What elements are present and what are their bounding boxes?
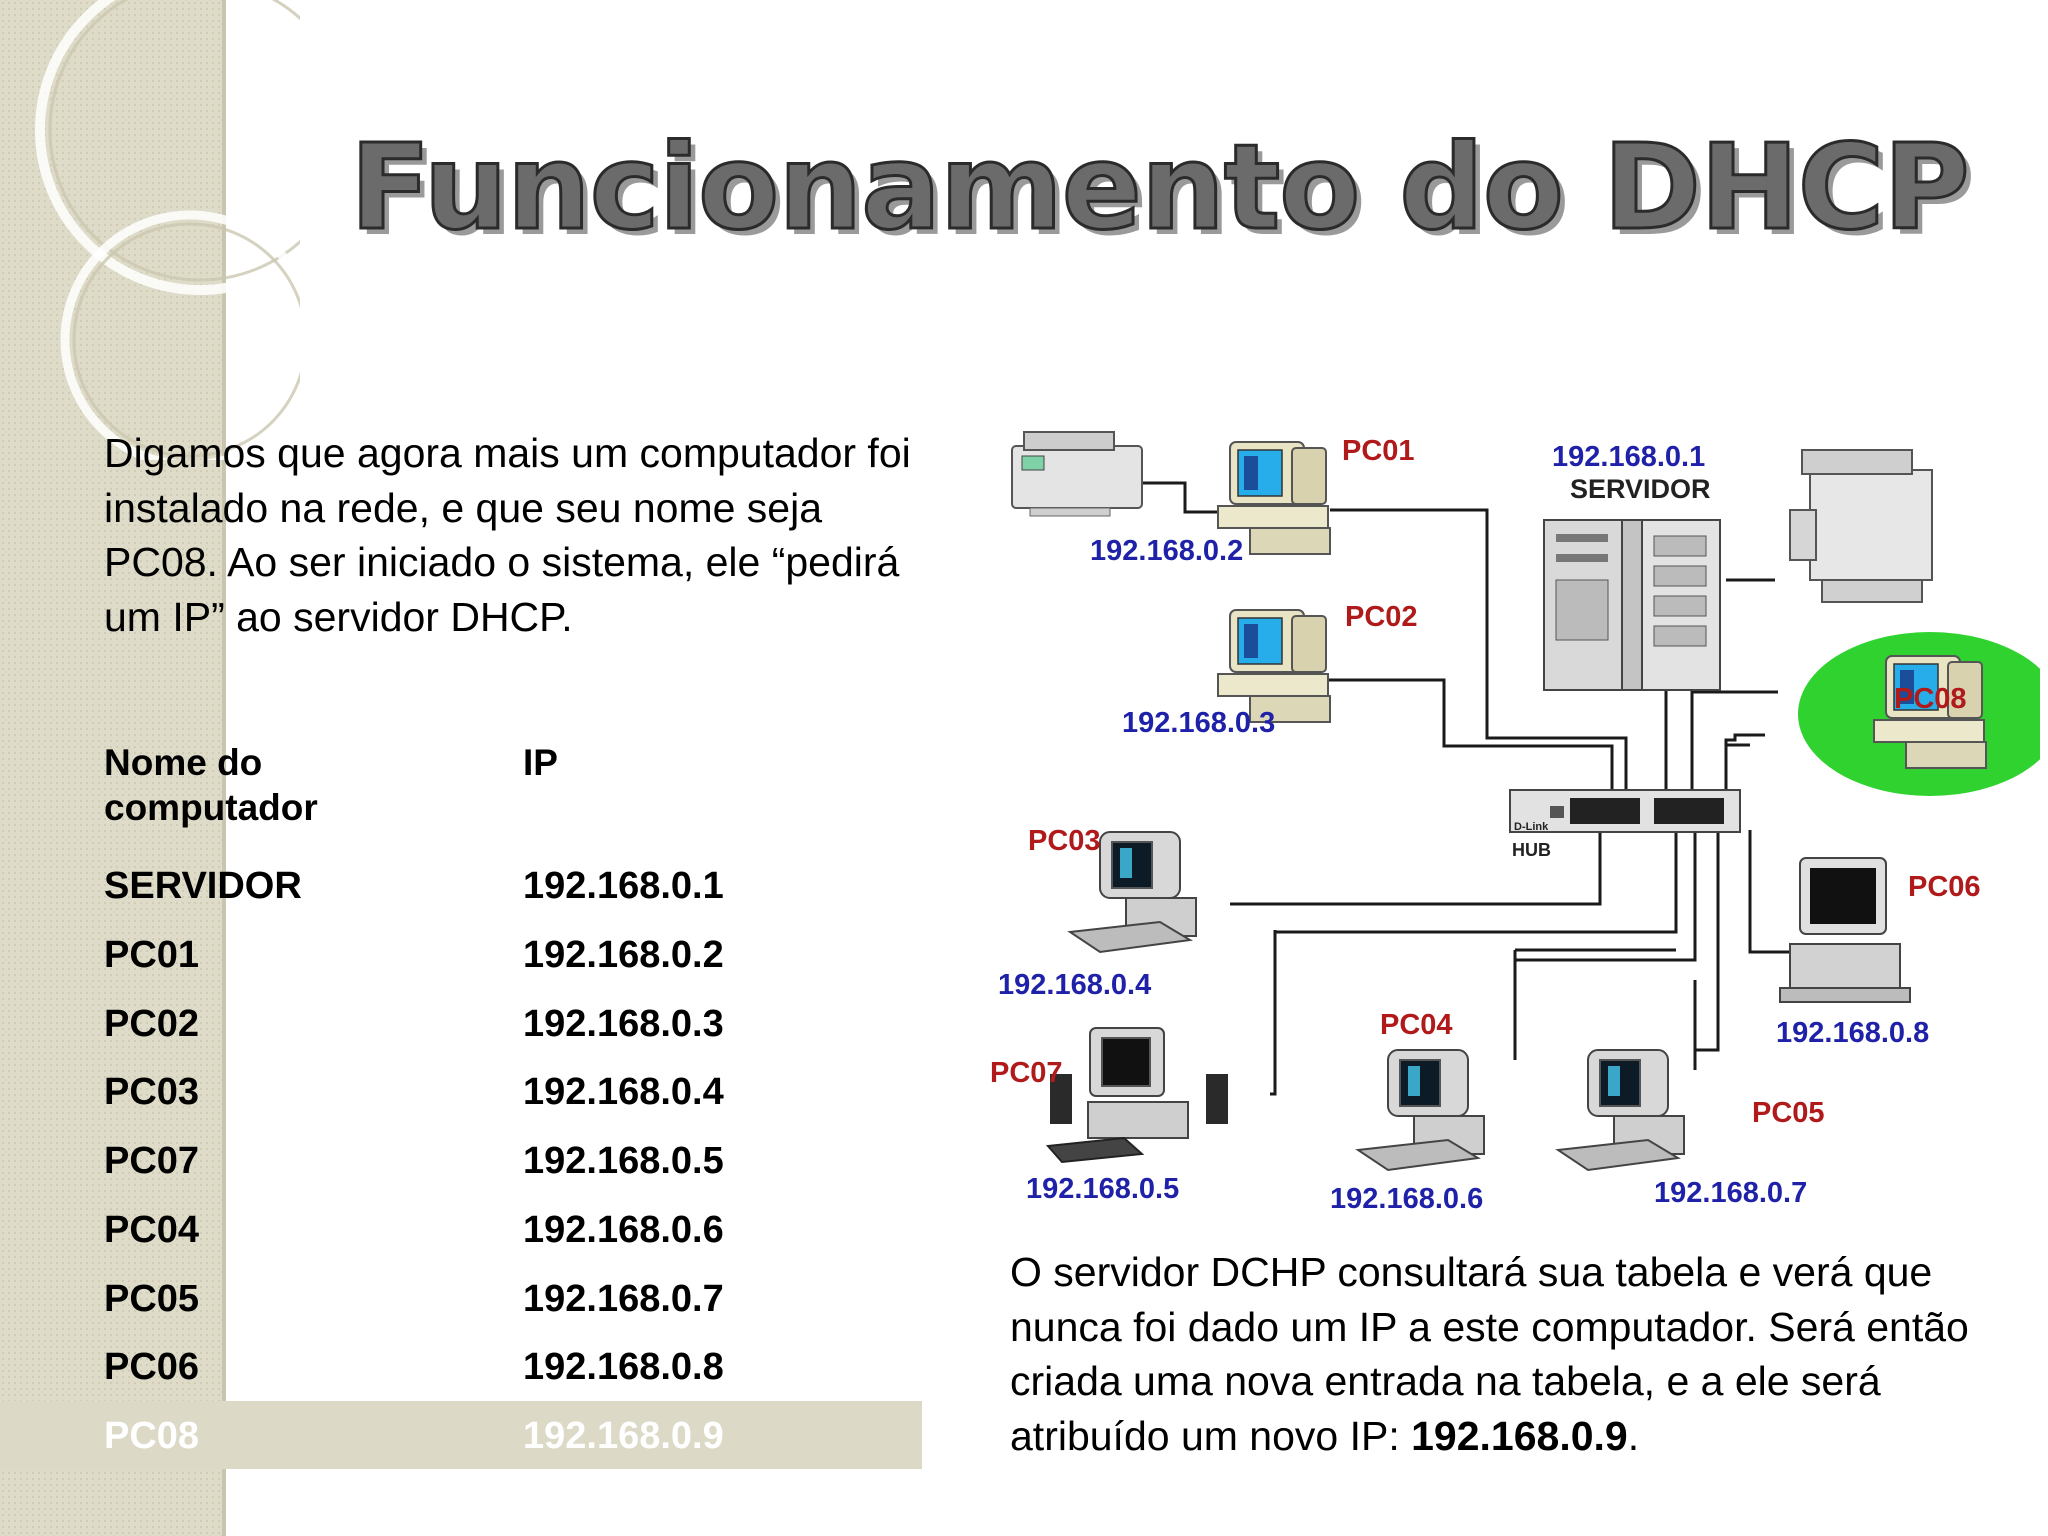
server-ip-label: 192.168.0.1 — [1552, 441, 1705, 473]
ip-cell: 192.168.0.2 — [523, 933, 724, 976]
pc05-ip-label: 192.168.0.7 — [1654, 1177, 1807, 1209]
pc03-ip-label: 192.168.0.4 — [998, 969, 1151, 1001]
table-row: PC04 192.168.0.6 — [0, 1207, 922, 1275]
ip-cell: 192.168.0.7 — [523, 1277, 724, 1320]
computer-name-cell: SERVIDOR — [104, 865, 302, 907]
printer-icon — [1011, 431, 1143, 517]
computer-name-cell: PC05 — [104, 1277, 200, 1320]
table-row: PC03 192.168.0.4 — [0, 1069, 922, 1137]
network-diagram: D-Link HUB PC01 192.168.0.2 PC02 192.168… — [990, 431, 2040, 1215]
table-row: PC01 192.168.0.2 — [0, 932, 922, 1000]
slide-title: Funcionamento do DHCP — [349, 117, 1972, 258]
header-ip: IP — [523, 742, 558, 783]
computer-name-cell: PC01 — [104, 933, 200, 976]
computer-name-cell: PC08 — [104, 1415, 200, 1457]
pc02-computer-icon — [1217, 609, 1331, 723]
pc02-ip-label: 192.168.0.3 — [1122, 707, 1275, 739]
pc06-computer-icon — [1779, 857, 1911, 1003]
table-row: PC07 192.168.0.5 — [0, 1138, 922, 1206]
pc03-label: PC03 — [1028, 825, 1101, 857]
decorative-arcs — [35, 0, 300, 460]
computer-name-cell: PC03 — [104, 1071, 200, 1114]
ip-cell: 192.168.0.9 — [523, 1415, 724, 1457]
outro-text: O servidor DCHP consultará sua tabela e … — [1010, 1249, 1969, 1459]
table-header-row: Nome do computador IP — [0, 740, 922, 840]
pc01-label: PC01 — [1342, 435, 1415, 467]
header-computer-name: Nome do computador — [104, 742, 318, 828]
table-row: SERVIDOR 192.168.0.1 — [0, 863, 922, 931]
table-row: PC02 192.168.0.3 — [0, 1001, 922, 1069]
outro-paragraph: O servidor DCHP consultará sua tabela e … — [1010, 1245, 2040, 1463]
ip-cell: 192.168.0.6 — [523, 1208, 724, 1251]
pc06-label: PC06 — [1908, 871, 1981, 903]
computer-name-cell: PC06 — [104, 1346, 200, 1389]
pc07-label: PC07 — [990, 1057, 1063, 1089]
pc06-ip-label: 192.168.0.8 — [1776, 1017, 1929, 1049]
server-icon — [1543, 519, 1721, 691]
new-ip-value: 192.168.0.9 — [1411, 1412, 1628, 1459]
network-cables — [1110, 481, 1880, 1096]
ip-cell: 192.168.0.5 — [523, 1140, 724, 1182]
decorative-sidebar — [0, 0, 226, 1536]
copier-icon — [1789, 449, 1933, 603]
table-row-new-entry: PC08 192.168.0.9 — [0, 1401, 922, 1469]
ip-cell: 192.168.0.4 — [523, 1071, 724, 1114]
ip-cell: 192.168.0.3 — [523, 1002, 724, 1045]
ip-cell: 192.168.0.8 — [523, 1346, 724, 1389]
pc01-ip-label: 192.168.0.2 — [1090, 535, 1243, 567]
pc04-label: PC04 — [1380, 1009, 1453, 1041]
server-label: SERVIDOR — [1570, 474, 1711, 504]
pc04-ip-label: 192.168.0.6 — [1330, 1183, 1483, 1215]
pc04-computer-icon — [1357, 1049, 1485, 1171]
outro-end: . — [1627, 1412, 1640, 1459]
pc05-computer-icon — [1557, 1049, 1685, 1171]
computer-name-cell: PC07 — [104, 1140, 200, 1182]
hub-label: HUB — [1512, 840, 1551, 860]
computer-name-cell: PC02 — [104, 1002, 200, 1045]
intro-paragraph: Digamos que agora mais um computador foi… — [104, 430, 911, 640]
pc07-ip-label: 192.168.0.5 — [1026, 1173, 1179, 1205]
hub-brand: D-Link — [1514, 821, 1549, 833]
table-row: PC05 192.168.0.7 — [0, 1276, 922, 1344]
hub-icon: D-Link HUB — [1509, 789, 1741, 860]
pc07-computer-icon — [1045, 1027, 1228, 1164]
pc05-label: PC05 — [1752, 1097, 1825, 1129]
pc02-label: PC02 — [1345, 601, 1418, 633]
computer-name-cell: PC04 — [104, 1208, 200, 1251]
pc08-label: PC08 — [1894, 683, 1967, 715]
table-row: PC06 192.168.0.8 — [0, 1344, 922, 1412]
ip-cell: 192.168.0.1 — [523, 865, 724, 907]
